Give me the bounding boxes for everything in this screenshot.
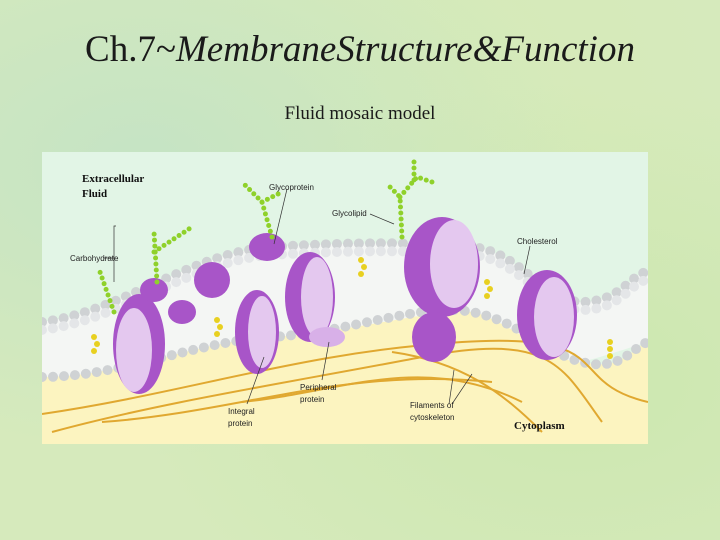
integral-protein-lower (412, 312, 456, 362)
label-peripheral-protein: protein (300, 395, 324, 404)
label-cytoskeleton: cytoskeleton (410, 413, 454, 422)
label-cytoplasm: Cytoplasm (514, 420, 565, 432)
slide-title: Ch.7~MembraneStructure&Function (0, 28, 720, 71)
protein-highlight (430, 220, 478, 308)
title-prefix: Ch.7~ (85, 29, 176, 70)
slide-subtitle: Fluid mosaic model (284, 103, 436, 124)
label-extracellular: Extracellular (82, 173, 144, 185)
protein-highlight (248, 296, 276, 368)
label-carbohydrate: Carbohydrate (70, 254, 119, 263)
title-main: MembraneStructure&Function (175, 29, 635, 70)
cholesterol-molecules (91, 257, 613, 359)
protein-highlight (116, 308, 152, 392)
label-integral: Integral (228, 407, 255, 416)
label-filaments: Filaments of (410, 401, 454, 410)
surface-protein (194, 262, 230, 298)
carbohydrate-chains (97, 154, 435, 315)
surface-protein (168, 300, 196, 324)
protein-highlight (301, 257, 333, 337)
label-fluid: Fluid (82, 188, 107, 200)
peripheral-protein (309, 327, 345, 347)
label-integral-protein: protein (228, 419, 252, 428)
proteins (113, 217, 577, 394)
label-glycoprotein: Glycoprotein (269, 183, 314, 192)
label-cholesterol: Cholesterol (517, 237, 558, 246)
membrane-diagram: Extracellular Fluid Glycoprotein Glycoli… (42, 152, 648, 444)
surface-protein (140, 278, 168, 302)
label-peripheral: Peripheral (300, 383, 337, 392)
glycoprotein-body (249, 233, 285, 261)
protein-highlight (534, 277, 574, 357)
leader-lines (104, 188, 531, 405)
cytoskeleton-filaments (42, 339, 648, 433)
label-glycolipid: Glycolipid (332, 209, 367, 218)
